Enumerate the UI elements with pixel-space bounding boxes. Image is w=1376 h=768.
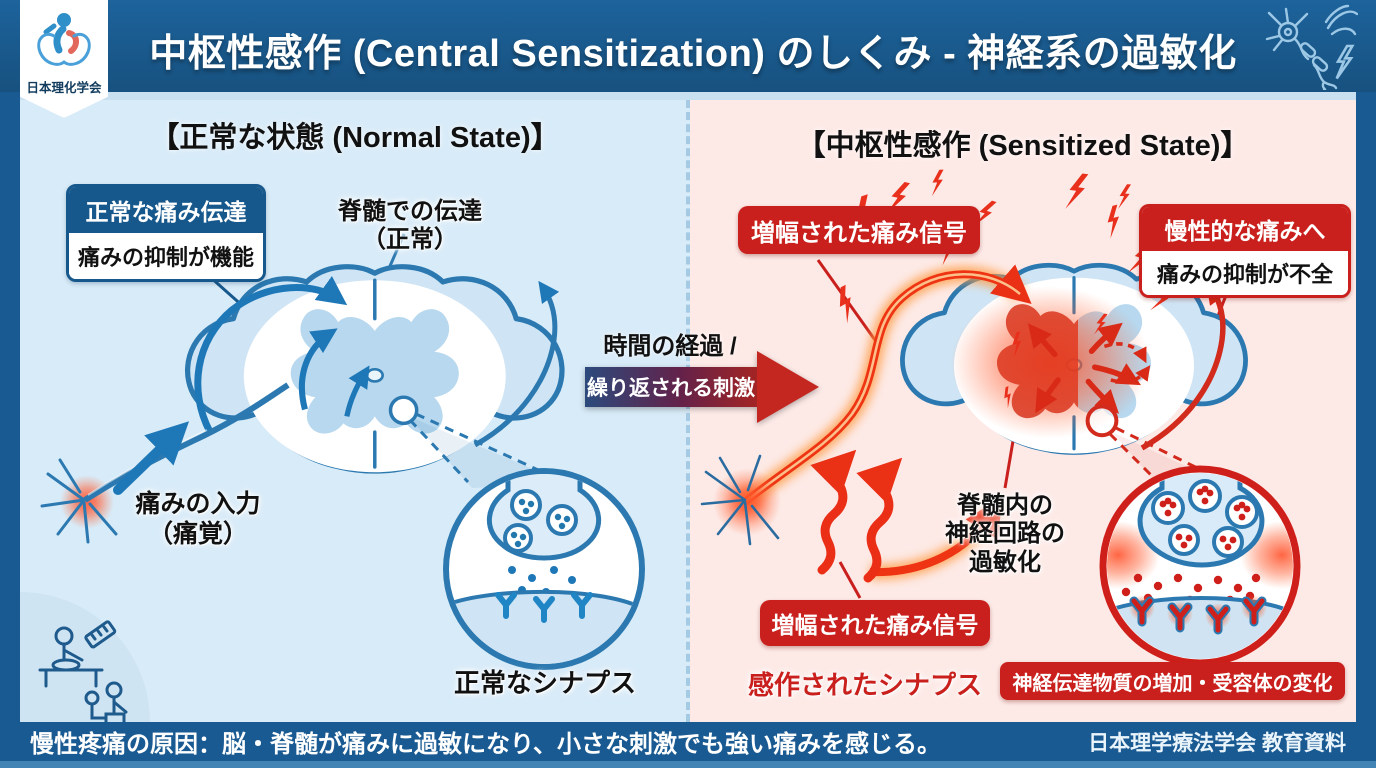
normal-synapse-caption: 正常なシナプス [453, 668, 636, 698]
inhibitory-pathway-arrow [473, 280, 560, 448]
footer-bar: 慢性疼痛の原因：脳・脊髄が痛みに過敏になり、小さな刺激でも強い痛みを感じる。 日… [0, 722, 1376, 761]
transition-time-label: 時間の経過 / [603, 333, 737, 360]
amplified-signal-top-box: 増幅された痛み信号 [738, 206, 980, 254]
transition-arrow-body: 繰り返される刺激 [585, 367, 757, 407]
page-title: 中枢性感作 (Central Sensitization) のしくみ - 神経系… [149, 33, 1237, 75]
normal-panel-title: 【正常な状態 (Normal State)】 [150, 122, 560, 154]
normal-spinal-cord-drawing [188, 267, 562, 473]
header-divider-strip [20, 92, 1356, 100]
synaptic-vesicles [1151, 479, 1259, 558]
nerve-ending-branches [40, 458, 118, 544]
normal-panel-illustration [20, 233, 645, 722]
callout-body: 痛みの抑制が不全 [1142, 251, 1348, 295]
normal-synapse-inset [443, 468, 645, 670]
transition-arrow-label: 繰り返される刺激 [587, 377, 755, 400]
receptors [1129, 595, 1267, 635]
synapse-location-circle [388, 395, 419, 426]
peripheral-nerve [700, 454, 781, 546]
neuron-icon [1265, 4, 1358, 90]
transition-arrow-head [757, 351, 819, 423]
peripheral-nerve [40, 382, 290, 544]
header-bar: 中枢性感作 (Central Sensitization) のしくみ - 神経系… [0, 0, 1376, 118]
panel-divider-dashed-line [686, 100, 690, 722]
circuit-hypersensitivity-label: 脊髄内の 神経回路の 過敏化 [945, 492, 1065, 576]
sensitized-panel-title: 【中枢性感作 (Sensitized State)】 [796, 130, 1250, 162]
failed-inhibition-arrow [1140, 280, 1229, 451]
footer-credit: 日本理学療法学会 教育資料 [1088, 731, 1346, 755]
neurotransmitter-caption-box: 神経伝達物質の増加・受容体の変化 [1000, 662, 1345, 700]
sensitized-spinal-cord-drawing [902, 265, 1245, 453]
amplified-pathway [740, 264, 1032, 580]
spreading-signal-dashed-arcs [1103, 342, 1151, 384]
footer-accent-strip [0, 761, 1376, 768]
sensitized-state-panel: 【中枢性感作 (Sensitized State)】 増幅された痛み信号 慢性的… [690, 100, 1356, 722]
transition-arrow: 繰り返される刺激 [585, 351, 821, 423]
nerve-ending-branches [700, 454, 780, 546]
physio-icon [38, 620, 128, 722]
physio-corner-decoration [20, 592, 150, 722]
receptors [495, 592, 593, 623]
callout-header: 慢性的な痛みへ [1142, 207, 1348, 251]
normal-state-panel: 【正常な状態 (Normal State)】 正常な痛み伝達 痛みの抑制が機能 … [20, 100, 690, 722]
sensitized-synapse-caption: 感作されたシナプス [747, 670, 982, 700]
radiating-signal-arrows [1027, 322, 1141, 414]
callout-body: 痛みの抑制が機能 [69, 233, 263, 279]
amplified-signal-wavy-arrows [810, 449, 903, 583]
ascending-signal-arrow [298, 328, 338, 411]
sensitized-synapse-inset [1099, 465, 1301, 667]
pain-input-label: 痛みの入力 （痛覚） [135, 490, 261, 548]
ascending-signal-arrow [344, 365, 370, 417]
pain-pathway-arrow [194, 276, 348, 434]
chronic-pain-callout: 慢性的な痛みへ 痛みの抑制が不全 [1139, 204, 1351, 298]
footer-summary: 慢性疼痛の原因：脳・脊髄が痛みに過敏になり、小さな刺激でも強い痛みを感じる。 [30, 731, 942, 758]
amplified-signal-bottom-box: 増幅された痛み信号 [760, 600, 990, 646]
cord-transmission-label: 脊髄での伝達 （正常） [338, 198, 482, 254]
callout-header: 正常な痛み伝達 [69, 187, 263, 233]
zoom-dashed-lines [1108, 426, 1235, 488]
nerve-fiber [83, 382, 290, 503]
normal-transmission-callout: 正常な痛み伝達 痛みの抑制が機能 [66, 184, 266, 282]
sensitized-panel-illustration [700, 169, 1301, 667]
logo-hands-icon [37, 13, 91, 66]
postsynaptic-membrane [449, 589, 639, 664]
pain-input-arrow [113, 421, 190, 495]
synaptic-vesicles [503, 489, 578, 553]
synapse-location-circle [1085, 404, 1119, 438]
society-logo: 日本理化学会 [20, 0, 108, 118]
logo-label: 日本理化学会 [26, 81, 102, 95]
